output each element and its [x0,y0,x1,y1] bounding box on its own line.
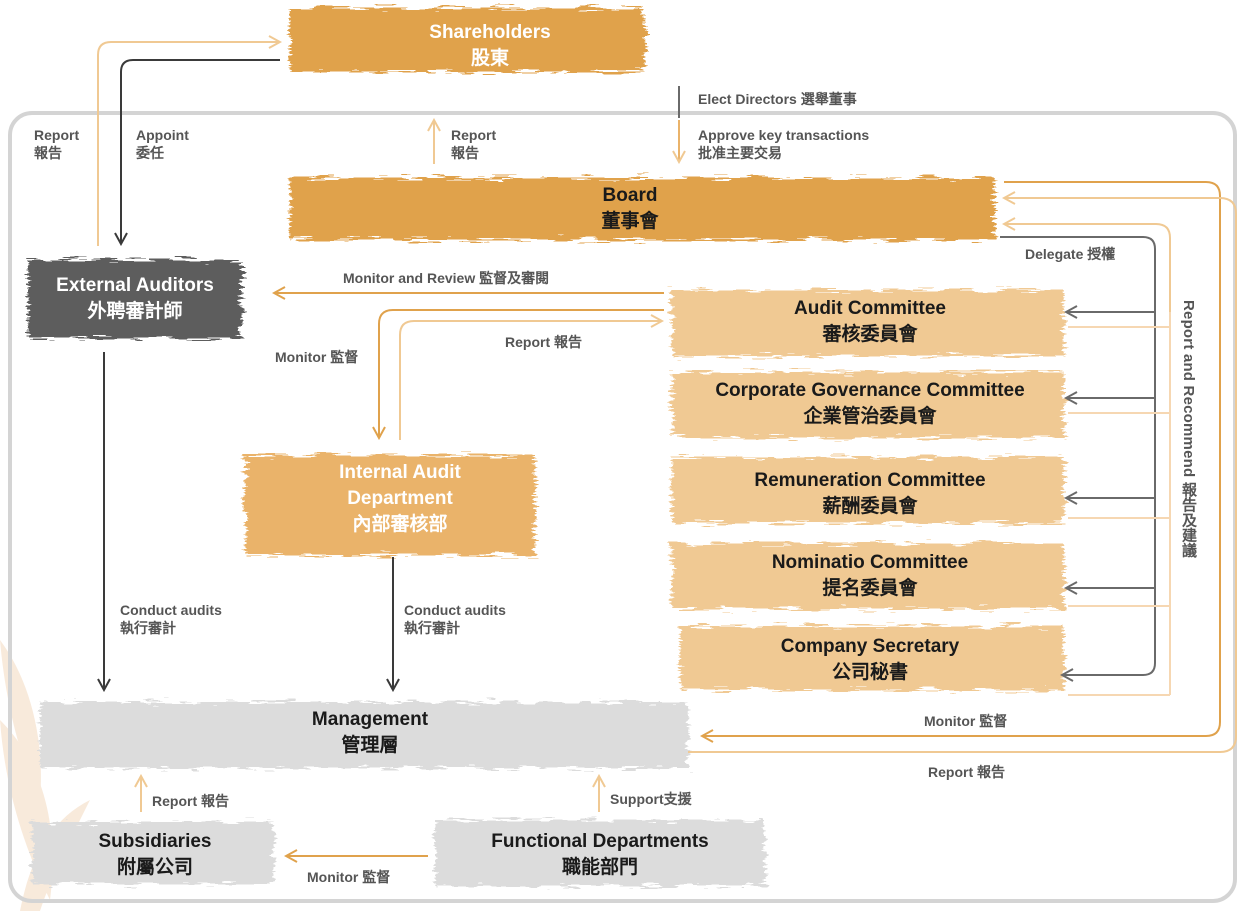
cg-committee-en: Corporate Governance Committee [715,380,1025,401]
label-report-mgmt: Report 報告 [928,764,1005,780]
label-monitor-sub: Monitor 監督 [307,869,391,885]
subsidiaries-en: Subsidiaries [98,831,212,852]
external-auditors-en: External Auditors [56,275,214,296]
label-monitor-mgmt: Monitor 監督 [924,713,1008,729]
arrow-ac-monitor-ia [379,309,664,438]
label-conduct-int-en: Conduct audits [404,602,506,618]
line-delegate [1000,236,1156,676]
management-en: Management [311,709,429,730]
label-delegate: Delegate 授權 [1025,246,1116,262]
external-auditors-box [28,260,242,338]
remuneration-committee-en: Remuneration Committee [754,470,986,491]
audit-committee-title: Audit Committee 審核委員會 [700,296,1040,348]
shareholders-en: Shareholders [429,22,551,43]
shareholders-box [290,8,645,72]
company-secretary-box [680,626,1064,690]
cg-committee-box [672,372,1064,438]
functional-departments-title: Functional Departments 職能部門 [455,829,745,881]
label-appoint-zh: 委任 [136,145,164,161]
arrow-ia-report-ac [399,321,662,440]
external-auditors-zh: 外聘審計師 [87,301,183,322]
shareholders-zh: 股東 [470,48,509,69]
label-approve-key: Approve key transactions 批准主要交易 [698,126,869,162]
management-zh: 管理層 [341,735,399,756]
label-report-center: Report 報告 [451,126,496,162]
audit-committee-zh: 審核委員會 [822,324,918,345]
label-report-sub: Report 報告 [152,793,229,809]
internal-audit-en2: Department [347,488,453,509]
internal-audit-zh: 內部審核部 [352,514,448,535]
board-zh: 董事會 [601,211,659,232]
nomination-committee-en: Nominatio Committee [771,552,969,573]
internal-audit-title: Internal Audit Department 內部審核部 [300,460,500,538]
arrow-mgmt-report-board [688,198,1237,753]
board-en: Board [602,185,658,206]
nomination-committee-box [672,543,1064,609]
label-conduct-ext: Conduct audits 執行審計 [120,601,222,637]
arrow-ext-report-shareholders [97,42,280,246]
label-report-left: Report 報告 [34,126,79,162]
management-box [40,702,688,768]
label-report-ac: Report 報告 [505,334,582,350]
functional-departments-zh: 職能部門 [561,857,638,878]
company-secretary-zh: 公司秘書 [831,662,908,683]
label-approve-key-en: Approve key transactions [698,127,870,143]
label-conduct-int-zh: 執行審計 [404,620,460,636]
subsidiaries-box [32,822,274,884]
functional-departments-box [435,820,765,886]
line-report-recommend [1068,312,1171,696]
label-report-center-zh: 報告 [451,145,479,161]
management-title: Management 管理層 [290,707,450,759]
internal-audit-box [245,455,535,555]
board-title: Board 董事會 [560,183,700,235]
remuneration-committee-zh: 薪酬委員會 [822,496,918,517]
external-auditors-title: External Auditors 外聘審計師 [30,273,240,325]
label-conduct-int: Conduct audits 執行審計 [404,601,506,637]
label-approve-key-zh: 批准主要交易 [698,145,782,161]
label-report-center-en: Report [451,127,497,143]
remuneration-committee-box [672,457,1064,523]
label-elect-directors: Elect Directors 選舉董事 [698,91,857,107]
nomination-committee-zh: 提名委員會 [822,578,918,599]
arrow-report-recommend-board [1004,224,1171,312]
shareholders-title: Shareholders 股東 [400,20,580,72]
functional-departments-en: Functional Departments [491,831,709,852]
nomination-committee-title: Nominatio Committee 提名委員會 [700,550,1040,602]
label-report-left-zh: 報告 [34,145,62,161]
label-appoint: Appoint 委任 [136,126,189,162]
cg-committee-title: Corporate Governance Committee 企業管治委員會 [670,378,1070,430]
label-support: Support支援 [610,791,692,807]
subsidiaries-zh: 附屬公司 [116,857,193,878]
audit-committee-box [672,290,1064,356]
remuneration-committee-title: Remuneration Committee 薪酬委員會 [700,468,1040,520]
board-box [290,178,995,240]
label-report-recommend: Report and Recommend 報告及建議 [1180,300,1197,558]
arrow-board-monitor-mgmt [702,181,1221,736]
label-report-left-en: Report [34,127,80,143]
company-secretary-title: Company Secretary 公司秘書 [700,634,1040,686]
label-monitor-ia: Monitor 監督 [275,349,359,365]
cg-committee-zh: 企業管治委員會 [803,406,937,427]
label-conduct-ext-en: Conduct audits [120,602,222,618]
company-secretary-en: Company Secretary [780,636,960,657]
audit-committee-en: Audit Committee [794,298,946,319]
label-monitor-review: Monitor and Review 監督及審閱 [343,270,550,286]
label-conduct-ext-zh: 執行審計 [120,620,176,636]
arrow-shareholders-appoint [121,59,280,244]
internal-audit-en1: Internal Audit [339,462,461,483]
subsidiaries-title: Subsidiaries 附屬公司 [75,829,235,881]
label-appoint-en: Appoint [136,127,189,143]
